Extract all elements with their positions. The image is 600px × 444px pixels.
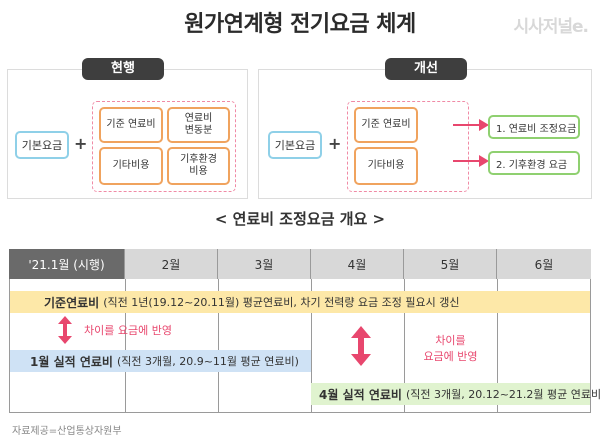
overview-subtitle: < 연료비 조정요금 개요 >: [214, 210, 386, 228]
month-header-jun: 6월: [497, 249, 591, 279]
plus-sign-improved: +: [328, 134, 342, 153]
base-charge-box: 기본요금: [15, 131, 69, 159]
other-cost-box: 기타비용: [99, 147, 163, 185]
climate-env-charge-box: 2. 기후환경 요금: [488, 151, 580, 175]
month-header-apr: 4월: [311, 249, 404, 279]
arrow-head-icon: [479, 119, 489, 131]
plus-sign: +: [74, 134, 88, 153]
reflect-line-1: 차이를: [435, 334, 466, 347]
base-fuel-cost-box-improved: 기준 연료비: [354, 107, 418, 143]
base-charge-box-improved: 기본요금: [268, 131, 322, 159]
month-header-jan: '21.1월 (시행): [9, 249, 125, 279]
base-fuel-cost-box: 기준 연료비: [99, 107, 163, 143]
improved-components-group: [347, 101, 469, 192]
publisher-logo: 시사저널e.: [513, 17, 589, 37]
climate-env-cost-box: 기후환경 비용: [167, 147, 230, 185]
month-header-feb: 2월: [125, 249, 218, 279]
column-divider: [125, 279, 126, 413]
jan-actual-fuel-cost-bar: 1월 실적 연료비 (직전 3개월, 20.9~11월 평균 연료비): [10, 350, 311, 372]
double-arrow-icon: [351, 326, 371, 366]
source-footnote: 자료제공=산업통상자원부: [12, 426, 122, 437]
column-divider: [311, 279, 312, 413]
jan-actual-label: 1월 실적 연료비: [30, 354, 113, 369]
arrow-head-icon: [479, 155, 489, 167]
column-divider: [404, 279, 405, 413]
current-components-group: [92, 101, 236, 192]
month-header-may: 5월: [404, 249, 497, 279]
jan-actual-desc: (직전 3개월, 20.9~11월 평균 연료비): [116, 355, 299, 368]
apr-actual-label: 4월 실적 연료비: [319, 387, 402, 402]
reflect-difference-text: 차이를 요금에 반영: [84, 324, 172, 337]
diagram-title: 원가연계형 전기요금 체계: [184, 12, 416, 37]
month-header-mar: 3월: [218, 249, 311, 279]
column-divider: [497, 279, 498, 413]
improved-tab: 개선: [385, 58, 467, 80]
current-tab: 현행: [82, 58, 164, 80]
apr-actual-desc: (직전 3개월, 20.12~21.2월 평균 연료비): [405, 388, 600, 401]
base-fuel-cost-desc: (직전 1년(19.12~20.11월) 평균연료비, 차기 전력량 요금 조정…: [103, 296, 460, 309]
arrow-to-climate: [453, 160, 481, 162]
apr-actual-fuel-cost-bar: 4월 실적 연료비 (직전 3개월, 20.12~21.2월 평균 연료비): [311, 383, 600, 405]
reflect-difference-text-2: 차이를 요금에 반영: [404, 333, 497, 365]
base-fuel-cost-label: 기준연료비: [44, 295, 100, 310]
arrow-to-fuel-adjust: [453, 124, 481, 126]
double-arrow-icon: [58, 316, 72, 344]
column-divider: [218, 279, 219, 413]
fuel-cost-adjustment-box: 1. 연료비 조정요금: [488, 115, 580, 139]
base-fuel-cost-bar: 기준연료비 (직전 1년(19.12~20.11월) 평균연료비, 차기 전력량…: [10, 291, 590, 313]
fuel-cost-variation-box: 연료비 변동분: [167, 107, 230, 143]
reflect-line-2: 요금에 반영: [423, 349, 478, 363]
other-cost-box-improved: 기타비용: [354, 147, 418, 185]
